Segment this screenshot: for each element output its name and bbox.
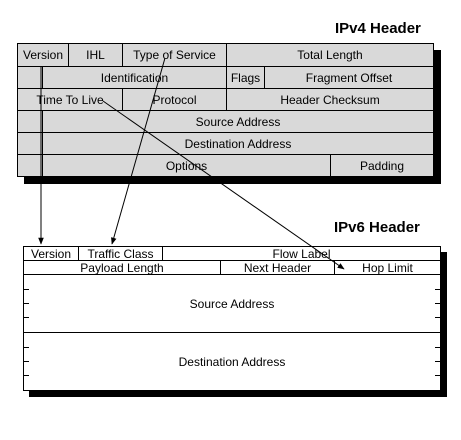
ipv4-padding-field: Padding (330, 154, 433, 176)
ipv4-version-field: Version (22, 48, 64, 62)
ipv4-flags-field: Flags (226, 66, 264, 88)
ipv6-traffic-class-field: Traffic Class (78, 247, 162, 260)
ipv4-fragment-offset-field: Fragment Offset (264, 66, 433, 88)
ipv4-header-checksum-field: Header Checksum (226, 88, 433, 110)
ipv4-protocol-field: Protocol (122, 88, 226, 110)
ipv4-identification-field: Identification (42, 66, 226, 88)
ipv4-destination-address-field: Destination Address (42, 132, 433, 154)
word-tick (24, 317, 29, 318)
ipv4-time-to-live-field: Time To Live (18, 88, 122, 110)
ipv6-version-field: Version (30, 246, 72, 261)
ipv6-hop-limit-field: Hop Limit (334, 260, 440, 274)
word-tick (435, 347, 440, 348)
word-tick (24, 361, 29, 362)
ipv6-destination-address-field: Destination Address (24, 332, 440, 390)
ipv4-ihl-field: IHL (68, 44, 122, 66)
ipv4-total-length-field: Total Length (226, 44, 433, 66)
word-tick (24, 347, 29, 348)
word-tick (435, 317, 440, 318)
word-tick (435, 375, 440, 376)
ipv4-row6-margin (18, 154, 42, 176)
ipv6-source-address-field: Source Address (24, 274, 440, 332)
ipv4-header-title: IPv4 Header (335, 20, 421, 37)
ipv4-type-of-service-field: Type of Service (122, 44, 226, 66)
ipv6-flow-label-field: Flow Label (162, 247, 440, 260)
word-tick (24, 303, 29, 304)
word-tick (435, 289, 440, 290)
word-tick (435, 361, 440, 362)
word-tick (24, 375, 29, 376)
ipv4-row2-margin (18, 66, 42, 88)
word-tick (435, 303, 440, 304)
ipv6-header-table: Version Traffic Class Flow Label Payload… (23, 246, 441, 391)
ipv4-source-address-field: Source Address (42, 110, 433, 132)
word-tick (24, 289, 29, 290)
ipv4-header-table: Version IHL Type of Service Total Length… (17, 43, 434, 177)
ipv4-row5-margin (18, 132, 42, 154)
ipv4-row4-margin (18, 110, 42, 132)
ipv4-options-field: Options (42, 154, 330, 176)
ipv6-header-title: IPv6 Header (334, 219, 420, 236)
ipv6-next-header-field: Next Header (220, 260, 334, 274)
ipv6-payload-length-field: Payload Length (24, 260, 220, 274)
